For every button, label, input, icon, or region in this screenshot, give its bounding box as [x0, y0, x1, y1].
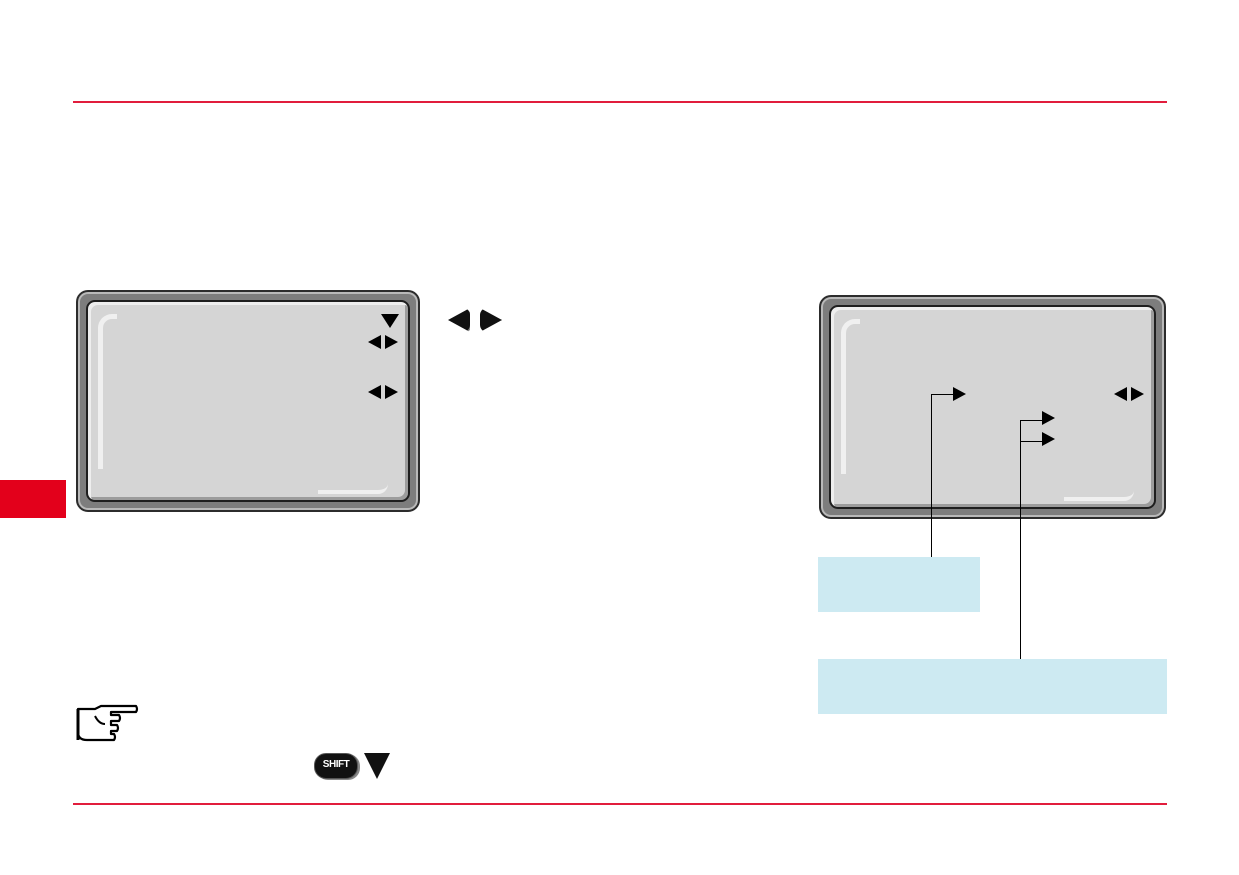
leader-line — [931, 394, 953, 395]
shift-key-icon: SHIFT — [314, 753, 358, 779]
right-arrow-icon — [385, 335, 398, 349]
leader-line — [1020, 441, 1042, 442]
display-left — [76, 290, 420, 512]
top-rule — [73, 101, 1167, 103]
display-left-glass — [86, 300, 410, 502]
leader-line — [1020, 420, 1021, 659]
pointer-arrow-icon — [953, 387, 966, 401]
left-arrow-icon — [368, 335, 381, 349]
pointing-hand-icon — [76, 704, 139, 742]
shift-key-label: SHIFT — [322, 759, 350, 770]
left-arrow-icon — [1114, 387, 1127, 401]
right-arrow-key-icon — [480, 308, 502, 332]
pointer-arrow-icon — [1042, 411, 1055, 425]
scroll-down-icon — [381, 314, 399, 328]
right-arrow-icon — [1131, 387, 1144, 401]
glass-highlight — [98, 314, 117, 469]
bottom-rule — [73, 803, 1167, 805]
left-arrow-key-icon — [448, 308, 470, 332]
leader-line — [1020, 420, 1042, 421]
leader-line — [931, 394, 932, 557]
display-right-glass — [829, 305, 1156, 509]
glass-highlight-bottom — [318, 484, 388, 494]
display-right — [819, 295, 1166, 519]
left-arrow-icon — [368, 385, 381, 399]
pointer-arrow-icon — [1042, 432, 1055, 446]
down-arrow-key-icon — [364, 753, 390, 779]
callout-box — [818, 557, 980, 612]
chapter-tab — [0, 480, 66, 518]
glass-highlight-bottom — [1064, 491, 1134, 501]
glass-highlight — [841, 319, 860, 474]
right-arrow-icon — [385, 385, 398, 399]
callout-box — [818, 659, 1167, 714]
